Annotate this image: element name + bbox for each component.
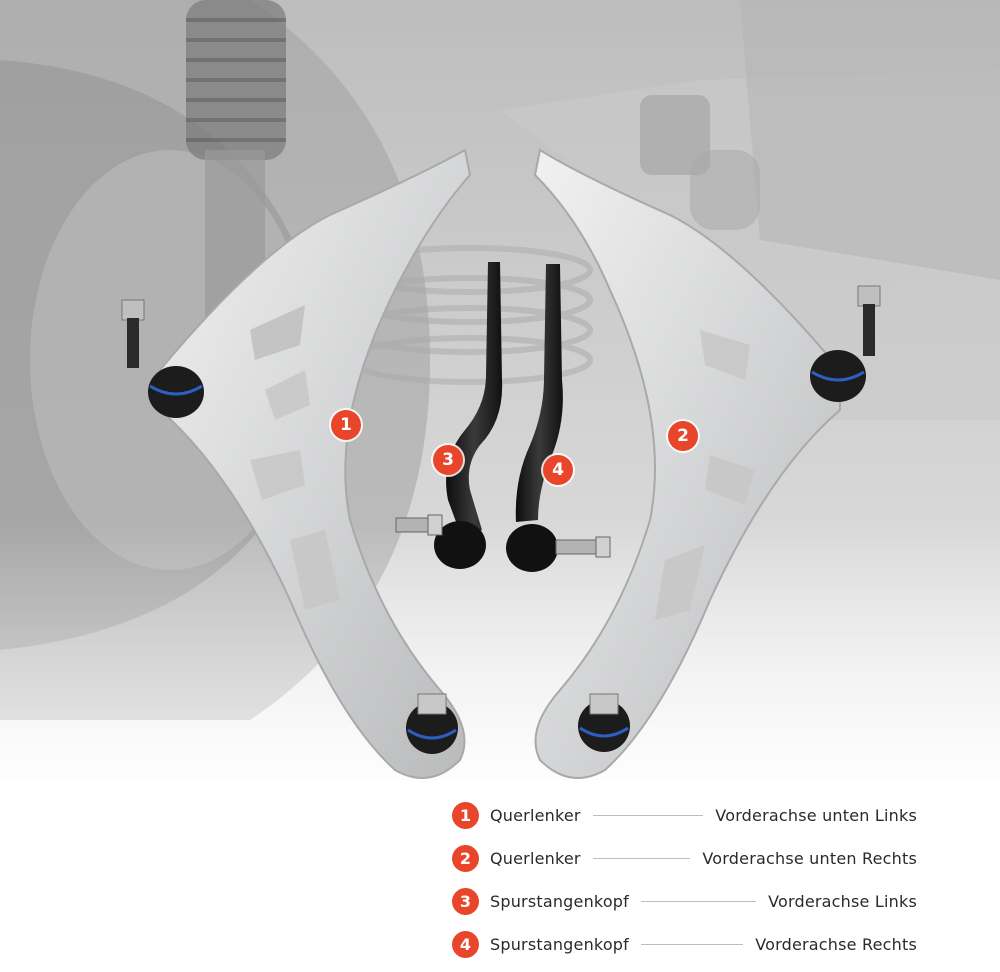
marker-4: 4 bbox=[543, 455, 573, 485]
legend-leader-line bbox=[592, 857, 691, 859]
legend-number: 3 bbox=[452, 887, 479, 915]
legend-part-name: Querlenker bbox=[490, 848, 587, 868]
legend-part-position: Vorderachse unten Rechts bbox=[696, 848, 917, 868]
control-arm-left bbox=[121, 148, 472, 779]
legend-leader-line bbox=[641, 943, 744, 945]
legend-number: 4 bbox=[452, 930, 479, 958]
legend-row: 3 Spurstangenkopf Vorderachse Links bbox=[452, 886, 917, 916]
legend-part-position: Vorderachse Links bbox=[762, 891, 917, 911]
legend-number: 2 bbox=[452, 844, 479, 872]
legend-row: 1 Querlenker Vorderachse unten Links bbox=[452, 800, 917, 830]
tie-rod-end-left bbox=[395, 262, 503, 569]
legend-part-name: Spurstangenkopf bbox=[490, 891, 635, 911]
legend-number: 1 bbox=[452, 801, 479, 829]
marker-2: 2 bbox=[668, 421, 698, 451]
legend-row: 4 Spurstangenkopf Vorderachse Rechts bbox=[452, 929, 917, 959]
legend-part-position: Vorderachse Rechts bbox=[749, 934, 917, 954]
legend-part-name: Spurstangenkopf bbox=[490, 934, 635, 954]
tie-rod-end-right bbox=[506, 264, 611, 572]
legend-leader-line bbox=[641, 900, 757, 902]
control-arm-right bbox=[533, 148, 881, 779]
parts-legend: 1 Querlenker Vorderachse unten Links 2 Q… bbox=[452, 800, 917, 972]
legend-part-name: Querlenker bbox=[490, 805, 587, 825]
marker-1: 1 bbox=[331, 410, 361, 440]
legend-leader-line bbox=[592, 814, 704, 816]
legend-row: 2 Querlenker Vorderachse unten Rechts bbox=[452, 843, 917, 873]
legend-part-position: Vorderachse unten Links bbox=[709, 805, 917, 825]
marker-3: 3 bbox=[433, 445, 463, 475]
